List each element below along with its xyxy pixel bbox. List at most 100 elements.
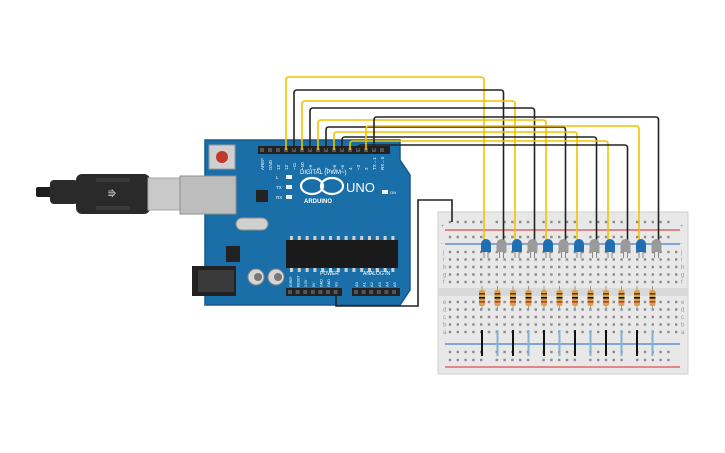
- breadboard-hole[interactable]: [659, 350, 662, 354]
- breadboard-hole[interactable]: [589, 273, 592, 276]
- breadboard-hole[interactable]: [472, 280, 475, 284]
- breadboard-hole[interactable]: [597, 308, 600, 311]
- ground-wire[interactable]: [335, 199, 453, 307]
- header-pin[interactable]: [361, 290, 366, 294]
- breadboard-hole[interactable]: [620, 280, 623, 284]
- led[interactable]: [496, 239, 507, 252]
- breadboard-hole[interactable]: [565, 330, 569, 334]
- breadboard-hole[interactable]: [534, 323, 537, 326]
- breadboard-hole[interactable]: [495, 235, 498, 239]
- signal-wire[interactable]: [333, 131, 578, 244]
- breadboard-hole[interactable]: [604, 258, 608, 261]
- breadboard-hole[interactable]: [472, 358, 475, 362]
- led[interactable]: [512, 239, 522, 252]
- breadboard-hole[interactable]: [597, 265, 600, 269]
- breadboard-hole[interactable]: [612, 220, 615, 224]
- breadboard-hole[interactable]: [448, 308, 452, 311]
- breadboard-hole[interactable]: [550, 220, 553, 224]
- breadboard-hole[interactable]: [612, 350, 615, 354]
- breadboard-hole[interactable]: [565, 265, 569, 269]
- header-pin[interactable]: [310, 290, 315, 294]
- breadboard-hole[interactable]: [636, 220, 639, 224]
- breadboard-hole[interactable]: [480, 323, 483, 326]
- breadboard-hole[interactable]: [620, 258, 623, 261]
- breadboard-hole[interactable]: [573, 273, 576, 276]
- breadboard-hole[interactable]: [667, 280, 670, 284]
- breadboard-hole[interactable]: [604, 358, 608, 362]
- breadboard-hole[interactable]: [550, 258, 553, 261]
- breadboard-hole[interactable]: [667, 273, 670, 276]
- breadboard-hole[interactable]: [675, 265, 678, 269]
- header-pin[interactable]: [392, 290, 396, 294]
- breadboard-hole[interactable]: [620, 315, 623, 319]
- breadboard-hole[interactable]: [495, 220, 498, 224]
- breadboard-hole[interactable]: [628, 330, 631, 334]
- signal-wire[interactable]: [365, 125, 640, 244]
- breadboard-hole[interactable]: [597, 350, 600, 354]
- breadboard-hole[interactable]: [472, 258, 475, 261]
- resistors[interactable]: [479, 286, 656, 310]
- breadboard-hole[interactable]: [480, 315, 483, 319]
- usb-cable[interactable]: ⭆: [36, 174, 183, 214]
- breadboard-hole[interactable]: [448, 323, 452, 326]
- breadboard-hole[interactable]: [675, 323, 678, 326]
- breadboard-hole[interactable]: [503, 315, 506, 319]
- breadboard-hole[interactable]: [534, 300, 537, 304]
- header-pin[interactable]: [260, 148, 264, 152]
- header-pin[interactable]: [326, 290, 330, 294]
- breadboard-hole[interactable]: [456, 308, 459, 311]
- breadboard-hole[interactable]: [628, 280, 631, 284]
- breadboard-hole[interactable]: [604, 273, 608, 276]
- breadboard-hole[interactable]: [550, 350, 553, 354]
- breadboard-hole[interactable]: [550, 323, 553, 326]
- breadboard-hole[interactable]: [675, 258, 678, 261]
- breadboard-hole[interactable]: [643, 265, 647, 269]
- breadboard-hole[interactable]: [565, 323, 569, 326]
- breadboard-hole[interactable]: [526, 265, 530, 269]
- breadboard-hole[interactable]: [659, 300, 662, 304]
- breadboard-hole[interactable]: [542, 258, 545, 261]
- breadboard-hole[interactable]: [643, 315, 647, 319]
- breadboard-hole[interactable]: [643, 280, 647, 284]
- signal-wire[interactable]: [357, 144, 629, 244]
- led[interactable]: [636, 239, 646, 252]
- header-pin[interactable]: [276, 148, 280, 152]
- breadboard-hole[interactable]: [565, 358, 569, 362]
- breadboard-hole[interactable]: [597, 330, 600, 334]
- breadboard-hole[interactable]: [487, 265, 491, 269]
- breadboard-hole[interactable]: [503, 323, 506, 326]
- breadboard-hole[interactable]: [612, 258, 615, 261]
- breadboard-hole[interactable]: [503, 350, 506, 354]
- breadboard-hole[interactable]: [651, 315, 654, 319]
- breadboard-hole[interactable]: [558, 258, 561, 261]
- breadboard-hole[interactable]: [495, 323, 498, 326]
- breadboard-hole[interactable]: [597, 315, 600, 319]
- breadboard-hole[interactable]: [472, 273, 475, 276]
- wires[interactable]: [285, 76, 660, 307]
- led[interactable]: [605, 239, 615, 252]
- breadboard-hole[interactable]: [487, 323, 491, 326]
- breadboard-hole[interactable]: [519, 220, 522, 224]
- breadboard-hole[interactable]: [511, 323, 514, 326]
- breadboard-hole[interactable]: [542, 323, 545, 326]
- breadboard-hole[interactable]: [636, 235, 639, 239]
- breadboard-hole[interactable]: [464, 220, 467, 224]
- breadboard-hole[interactable]: [667, 250, 670, 254]
- breadboard-hole[interactable]: [643, 273, 647, 276]
- led[interactable]: [651, 239, 662, 252]
- breadboard-hole[interactable]: [675, 300, 678, 304]
- breadboard-hole[interactable]: [573, 265, 576, 269]
- breadboard-hole[interactable]: [558, 220, 561, 224]
- breadboard-hole[interactable]: [565, 350, 569, 354]
- breadboard-hole[interactable]: [534, 258, 537, 261]
- breadboard-hole[interactable]: [659, 265, 662, 269]
- breadboard-hole[interactable]: [448, 358, 452, 362]
- breadboard-hole[interactable]: [675, 280, 678, 284]
- breadboard-hole[interactable]: [651, 273, 654, 276]
- breadboard-hole[interactable]: [448, 273, 452, 276]
- breadboard-hole[interactable]: [604, 280, 608, 284]
- breadboard-hole[interactable]: [480, 265, 483, 269]
- breadboard-hole[interactable]: [659, 308, 662, 311]
- breadboard-hole[interactable]: [472, 323, 475, 326]
